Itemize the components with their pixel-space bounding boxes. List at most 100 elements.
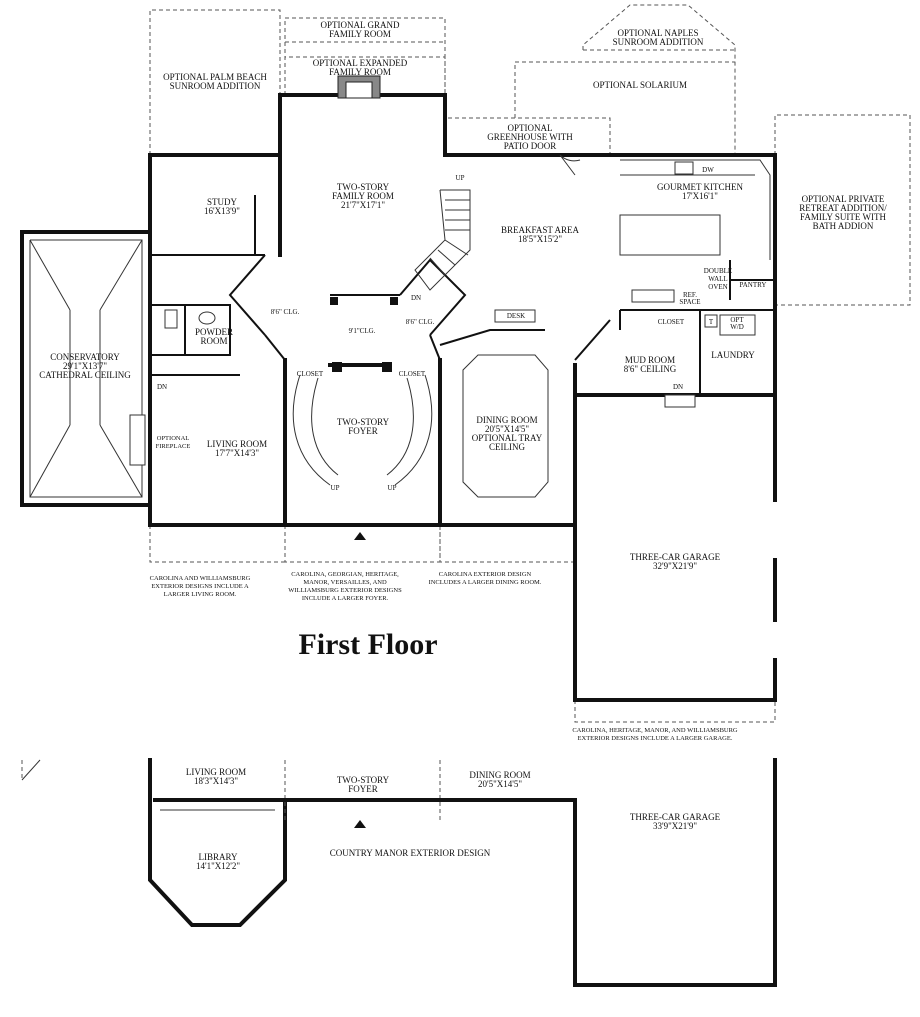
label-rooms-conservatory-1: 29'1"X13'7" <box>63 361 107 371</box>
label-labels-closet1-0: CLOSET <box>297 370 324 378</box>
label-rooms-three_car_garage-1: 32'9"X21'9" <box>653 561 697 571</box>
label-rooms-dining_room-0: DINING ROOM <box>476 415 537 425</box>
label-notes-dining_note-1: INCLUDES A LARGER DINING ROOM. <box>429 579 542 586</box>
label-alt_plan-three_car_garage-1: 33'9"X21'9" <box>653 821 697 831</box>
label-labels-up-0: UP <box>456 174 465 182</box>
label-labels-desk-0: DESK <box>507 312 525 320</box>
label-notes-foyer_note-0: CAROLINA, GEORGIAN, HERITAGE, <box>291 571 399 578</box>
kitchen-fixtures <box>129 159 771 466</box>
optional-additions <box>149 4 911 723</box>
label-rooms-mud_room-0: MUD ROOM <box>625 355 675 365</box>
label-labels-opt_wd-0: OPT <box>730 316 744 324</box>
label-rooms-study-0: STUDY <box>207 197 238 207</box>
label-rooms-laundry-0: LAUNDRY <box>711 350 755 360</box>
label-rooms-conservatory-2: CATHEDRAL CEILING <box>39 370 131 380</box>
label-labels-opt_wd-1: W/D <box>730 323 744 331</box>
tray-ceiling <box>462 354 549 498</box>
label-rooms-optional_solarium-0: OPTIONAL SOLARIUM <box>593 80 687 90</box>
label-alt_plan-three_car_garage-0: THREE-CAR GARAGE <box>630 812 721 822</box>
label-labels-pantry-0: PANTRY <box>740 281 767 289</box>
label-labels-clg_left-0: 8'6" CLG. <box>271 308 300 316</box>
label-rooms-optional_expanded_family_room-0: OPTIONAL EXPANDED <box>313 58 408 68</box>
label-notes-foyer_note-2: WILLIAMSBURG EXTERIOR DESIGNS <box>288 587 402 594</box>
label-notes-foyer_note-1: MANOR, VERSAILLES, AND <box>303 579 387 586</box>
label-rooms-powder_room-1: ROOM <box>200 336 227 346</box>
label-labels-dn-0: DN <box>157 383 167 391</box>
label-rooms-living_room-0: LIVING ROOM <box>207 439 267 449</box>
label-rooms-dining_room-2: OPTIONAL TRAY <box>472 433 543 443</box>
label-rooms-family_room-2: 21'7"X17'1" <box>341 200 385 210</box>
label-labels-ref_space-0: REF. <box>683 291 697 299</box>
label-rooms-optional_greenhouse-2: PATIO DOOR <box>504 141 556 151</box>
label-rooms-family_room-1: FAMILY ROOM <box>332 191 394 201</box>
label-labels-clg_center-0: 9'1"CLG. <box>349 327 376 335</box>
label-labels-double_wall_oven-0: DOUBLE <box>704 267 732 275</box>
label-rooms-foyer-0: TWO-STORY <box>337 417 390 427</box>
stair-icon <box>414 189 471 291</box>
label-rooms-optional_private_retreat-2: FAMILY SUITE WITH <box>800 212 886 222</box>
label-labels-dn-0: DN <box>411 294 421 302</box>
label-alt_plan-dining_room-1: 20'5"X14'5" <box>478 779 522 789</box>
label-rooms-optional_greenhouse-0: OPTIONAL <box>508 123 553 133</box>
label-rooms-optional_palm_beach_sunroom-1: SUNROOM ADDITION <box>170 81 261 91</box>
label-labels-double_wall_oven-2: OVEN <box>708 283 727 291</box>
conservatory <box>20 230 152 507</box>
fireplace-icon <box>337 75 381 99</box>
label-rooms-optional_grand_family_room-0: OPTIONAL GRAND <box>321 20 400 30</box>
label-rooms-dining_room-1: 20'5"X14'5" <box>485 424 529 434</box>
plan-title: First Floor <box>298 628 437 661</box>
label-labels-t-0: T <box>709 318 714 326</box>
label-rooms-gourmet_kitchen-0: GOURMET KITCHEN <box>657 182 744 192</box>
label-alt_plan-living_room-1: 18'3"X14'3" <box>194 776 238 786</box>
label-rooms-foyer-1: FOYER <box>348 426 378 436</box>
label-notes-living_note-1: EXTERIOR DESIGNS INCLUDE A <box>151 583 249 590</box>
label-labels-closet2-0: CLOSET <box>399 370 426 378</box>
label-rooms-optional_palm_beach_sunroom-0: OPTIONAL PALM BEACH <box>163 72 267 82</box>
foyer-stairs <box>292 297 433 486</box>
label-rooms-optional_greenhouse-1: GREENHOUSE WITH <box>487 132 573 142</box>
label-notes-foyer_note-3: INCLUDE A LARGER FOYER. <box>302 595 389 602</box>
label-alt_plan-caption-0: COUNTRY MANOR EXTERIOR DESIGN <box>330 848 491 858</box>
label-labels-up-0: UP <box>331 484 340 492</box>
label-rooms-dining_room-3: CEILING <box>489 442 525 452</box>
alt-plan <box>21 532 777 987</box>
label-notes-garage_note-1: EXTERIOR DESIGNS INCLUDE A LARGER GARAGE… <box>578 735 733 742</box>
label-rooms-optional_expanded_family_room-1: FAMILY ROOM <box>329 67 391 77</box>
label-rooms-powder_room-0: POWDER <box>195 327 233 337</box>
label-labels-clg_right-0: 8'6" CLG. <box>406 318 435 326</box>
label-labels-ref_space-1: SPACE <box>679 298 700 306</box>
label-notes-dining_note-0: CAROLINA EXTERIOR DESIGN <box>439 571 532 578</box>
label-rooms-optional_naples_sunroom-0: OPTIONAL NAPLES <box>618 28 699 38</box>
label-rooms-optional_grand_family_room-1: FAMILY ROOM <box>329 29 391 39</box>
label-rooms-three_car_garage-0: THREE-CAR GARAGE <box>630 552 721 562</box>
label-rooms-optional_fireplace-1: FIREPLACE <box>156 443 191 450</box>
label-labels-closet3-0: CLOSET <box>658 318 685 326</box>
label-labels-dn-0: DN <box>673 383 683 391</box>
label-labels-double_wall_oven-1: WALL <box>708 275 727 283</box>
label-labels-dw-0: DW <box>702 166 714 174</box>
label-alt_plan-living_room-0: LIVING ROOM <box>186 767 246 777</box>
label-rooms-study-1: 16'X13'9" <box>204 206 240 216</box>
label-rooms-optional_private_retreat-1: RETREAT ADDITION/ <box>799 203 887 213</box>
label-rooms-gourmet_kitchen-1: 17'X16'1" <box>682 191 718 201</box>
label-rooms-optional_fireplace-0: OPTIONAL <box>157 435 190 442</box>
label-rooms-breakfast_area-0: BREAKFAST AREA <box>501 225 579 235</box>
label-notes-living_note-2: LARGER LIVING ROOM. <box>164 591 237 598</box>
label-alt_plan-foyer-0: TWO-STORY <box>337 775 390 785</box>
label-rooms-optional_private_retreat-3: BATH ADDION <box>813 221 874 231</box>
label-rooms-optional_private_retreat-0: OPTIONAL PRIVATE <box>802 194 885 204</box>
label-alt_plan-foyer-1: FOYER <box>348 784 378 794</box>
label-rooms-family_room-0: TWO-STORY <box>337 182 390 192</box>
label-labels-up-0: UP <box>388 484 397 492</box>
label-notes-garage_note-0: CAROLINA, HERITAGE, MANOR, AND WILLIAMSB… <box>572 727 738 734</box>
label-rooms-mud_room-1: 8'6" CEILING <box>624 364 677 374</box>
label-rooms-conservatory-0: CONSERVATORY <box>50 352 120 362</box>
label-rooms-optional_naples_sunroom-1: SUNROOM ADDITION <box>613 37 704 47</box>
label-notes-living_note-0: CAROLINA AND WILLIAMSBURG <box>150 575 251 582</box>
label-rooms-breakfast_area-1: 18'5"X15'2" <box>518 234 562 244</box>
label-alt_plan-library-1: 14'1"X12'2" <box>196 861 240 871</box>
label-alt_plan-library-0: LIBRARY <box>198 852 238 862</box>
label-rooms-living_room-1: 17'7"X14'3" <box>215 448 259 458</box>
